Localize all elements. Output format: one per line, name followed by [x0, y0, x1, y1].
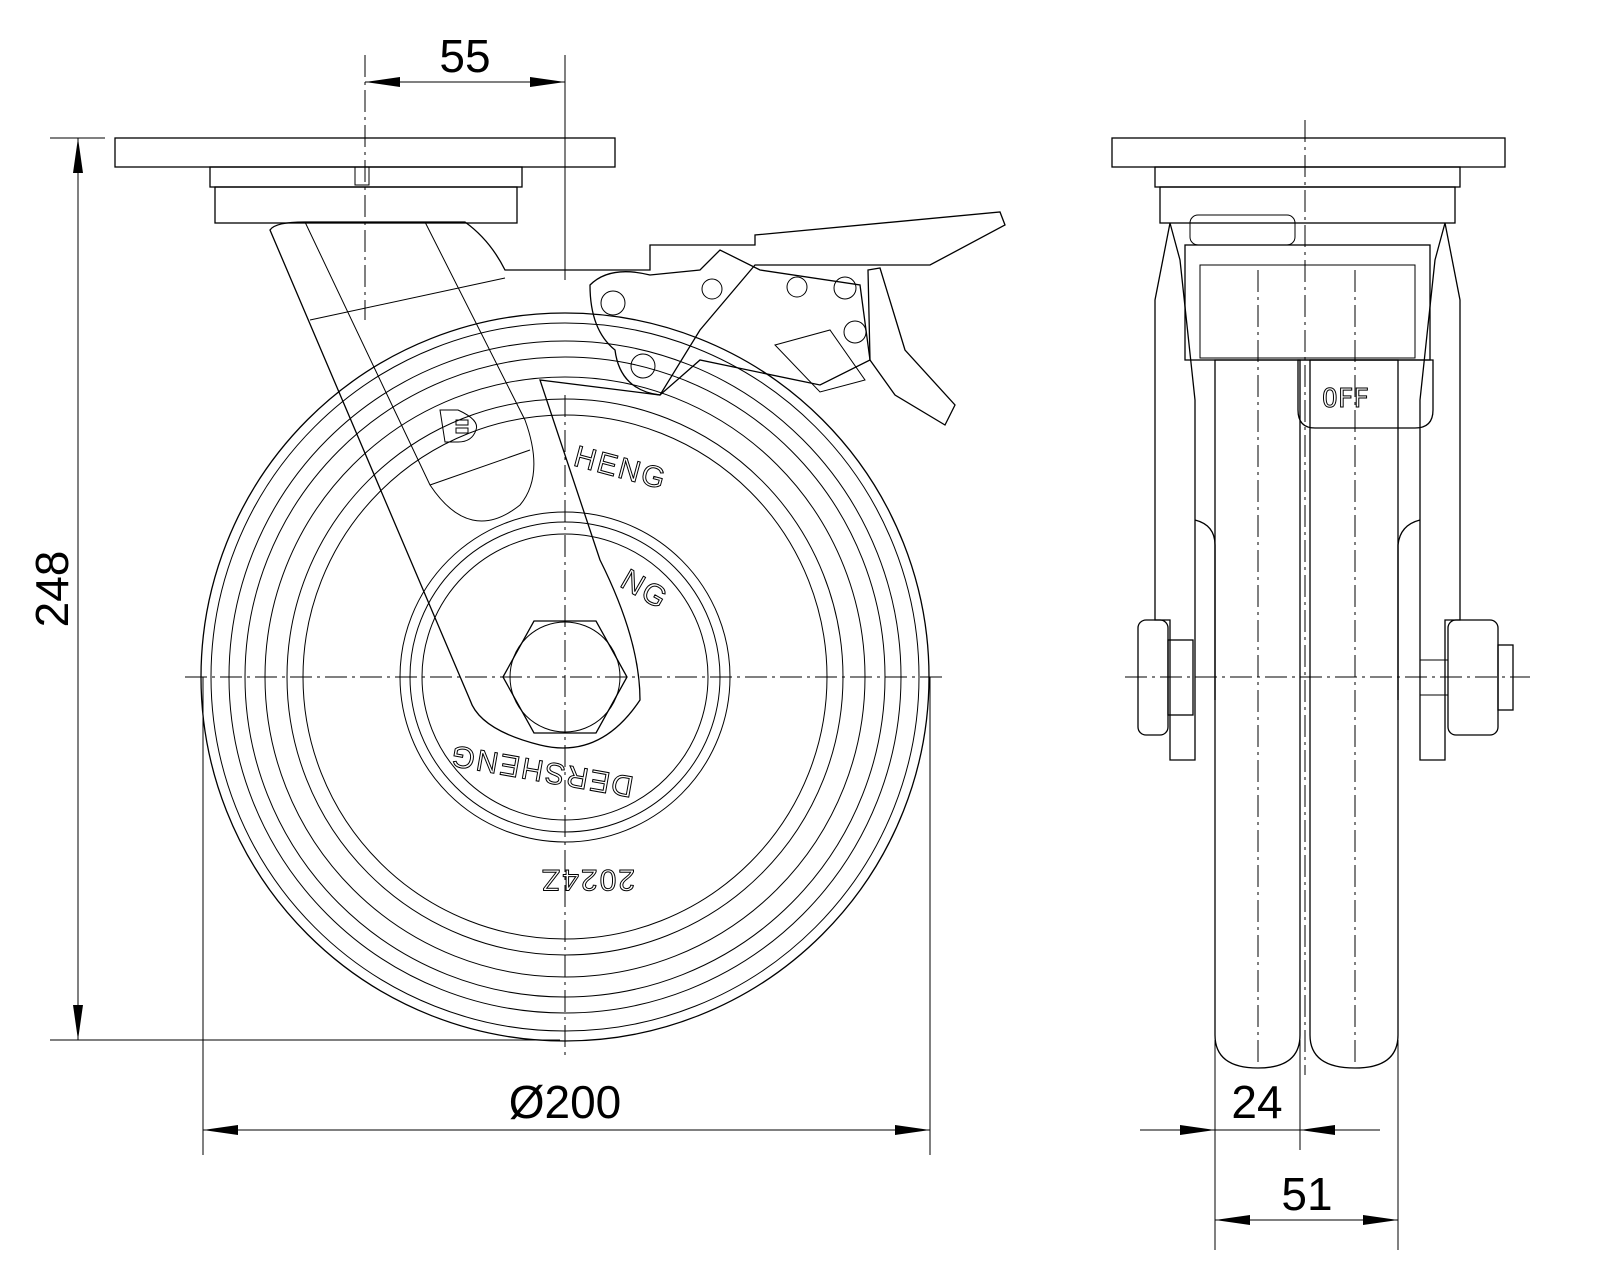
tyre-right [1309, 359, 1399, 1069]
grease-nipple [354, 166, 370, 186]
dim-51-label: 51 [1281, 1168, 1332, 1220]
brake-pedal [1297, 359, 1434, 429]
dim-248-label: 248 [26, 551, 78, 628]
hub-text-lower: DERSHENG [447, 738, 636, 803]
dimension-200: Ø200 [202, 677, 931, 1155]
dim-200-label: Ø200 [509, 1076, 622, 1128]
dimension-51: 51 [1215, 1040, 1399, 1250]
brake-mechanism [589, 249, 956, 426]
brand-logo [439, 409, 478, 443]
wheel-text-lower: 2024Z [540, 863, 635, 896]
brake-off-label: OFF [1322, 384, 1369, 414]
side-view: HENG NG DERSHENG 2024Z [114, 55, 1006, 1060]
dim-24-label: 24 [1231, 1076, 1282, 1128]
front-view: OFF [1111, 120, 1530, 1075]
dimension-248: 248 [26, 137, 560, 1041]
fork-leg [269, 211, 1006, 749]
top-plate-front [1111, 137, 1506, 168]
dimension-55: 55 [365, 30, 566, 280]
wheel-text-upper: HENG [570, 440, 670, 496]
dim-55-label: 55 [439, 30, 490, 82]
dimension-24: 24 [1140, 1040, 1380, 1250]
hub-text-upper: NG [615, 563, 674, 616]
tyre-left [1214, 359, 1301, 1069]
